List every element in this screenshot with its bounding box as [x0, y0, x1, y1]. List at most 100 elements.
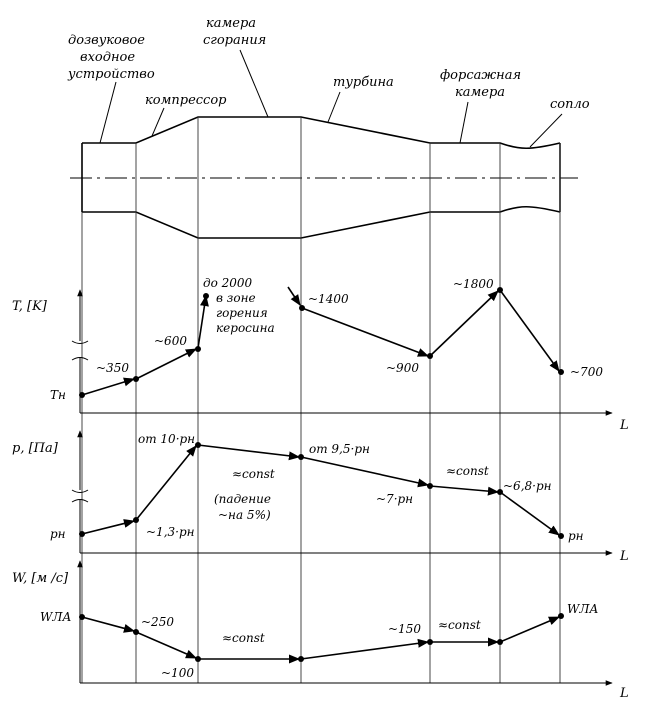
leader-afterburner: [459, 101, 469, 144]
velocity-seg-1: [81, 616, 136, 633]
label-nozzle: сопло: [550, 97, 590, 112]
label-inlet-line1: дозвуковое: [68, 33, 145, 48]
combustion-line3: горения: [216, 306, 268, 320]
combustion-line4: керосина: [216, 321, 275, 335]
velocity-point-combustor: [195, 656, 201, 662]
temperature-label-600: ~600: [154, 334, 187, 348]
velocity-axis-label: W, [м /с]: [12, 571, 69, 586]
pressure-point-afterburner: [427, 483, 433, 489]
temperature-inflow: [287, 286, 301, 306]
temperature-point-inlet: [79, 392, 85, 398]
pressure-label-const1: ≈const: [232, 467, 275, 481]
label-inlet-line2: входное: [80, 50, 135, 65]
label-afterburner: форсажная камера: [440, 68, 521, 100]
leader-turbine: [327, 91, 341, 123]
pressure-length-label: L: [619, 549, 629, 564]
label-afterburner-line1: форсажная: [440, 68, 521, 83]
temperature-seg-5: [429, 290, 499, 357]
leader-nozzle: [529, 113, 563, 148]
velocity-plot: W, [м /с] L WЛА ~250 ~100 ≈const ~150 ≈c…: [12, 560, 629, 701]
temperature-label-1800: ~1800: [453, 277, 494, 291]
velocity-label-const1: ≈const: [222, 631, 265, 645]
temperature-point-turbine: [299, 305, 305, 311]
label-turbine: турбина: [333, 75, 394, 90]
pressure-point-turbine: [298, 454, 304, 460]
pressure-label-ph-end: pн: [568, 529, 584, 543]
pressure-label-68: ~6,8·pн: [503, 479, 552, 493]
velocity-seg-4: [300, 638, 430, 660]
combustion-line1: до 2000: [203, 276, 253, 290]
pressure-point-nozzle-exit: [558, 533, 564, 539]
pressure-label-const2: ≈const: [446, 464, 489, 478]
temperature-label-th: Tн: [50, 388, 66, 402]
temperature-point-nozzle-exit: [558, 369, 564, 375]
temperature-seg-1: [81, 377, 136, 396]
leader-inlet: [99, 81, 117, 144]
velocity-label-wla-end: WЛА: [567, 602, 598, 616]
velocity-point-nozzle-start: [497, 639, 503, 645]
velocity-label-wla: WЛА: [40, 610, 71, 624]
pressure-axis-label: p, [Па]: [12, 441, 59, 456]
velocity-point-compressor: [133, 629, 139, 635]
pressure-label-13: ~1,3·pн: [146, 525, 195, 539]
temperature-point-nozzle-start: [497, 287, 503, 293]
label-combustor: камера сгорания: [203, 16, 266, 48]
velocity-point-nozzle-exit: [558, 613, 564, 619]
pressure-label-7: ~7·pн: [376, 492, 413, 506]
pressure-seg-3: [197, 444, 301, 461]
pressure-point-inlet: [79, 531, 85, 537]
velocity-label-250: ~250: [141, 615, 174, 629]
pressure-point-nozzle-start: [497, 489, 503, 495]
label-afterburner-line2: камера: [455, 85, 505, 100]
temperature-point-combustor: [195, 346, 201, 352]
temperature-length-label: L: [619, 418, 629, 433]
pressure-label-from95: от 9,5·pн: [309, 442, 370, 456]
pressure-point-combustor: [195, 442, 201, 448]
label-inlet: дозвуковое входное устройство: [67, 33, 155, 82]
pressure-seg-6: [499, 491, 560, 536]
label-combustor-line2: сгорания: [203, 33, 266, 48]
engine-upper-contour: [82, 116, 561, 150]
velocity-point-turbine: [298, 656, 304, 662]
drop-line1: (падение: [214, 492, 271, 506]
pressure-label-drop: (падение ~на 5%): [214, 492, 271, 522]
temperature-point-compressor: [133, 376, 139, 382]
velocity-label-150: ~150: [388, 622, 421, 636]
label-inlet-line3: устройство: [67, 67, 155, 82]
pressure-seg-1: [81, 519, 136, 535]
temperature-label-900: ~900: [386, 361, 419, 375]
temperature-axis-break: [71, 340, 89, 361]
label-combustor-line1: камера: [206, 16, 256, 31]
pressure-seg-5: [429, 485, 500, 496]
temperature-seg-4: [301, 307, 430, 357]
velocity-point-afterburner: [427, 639, 433, 645]
temperature-seg-6: [499, 289, 560, 372]
engine-lower-contour: [82, 205, 561, 239]
temperature-point-afterburner: [427, 353, 433, 359]
pressure-plot: p, [Па] L pн ~1,3·pн от 10·pн ≈const (па…: [12, 430, 629, 564]
velocity-length-label: L: [619, 686, 629, 701]
temperature-point-combustion-peak: [203, 293, 209, 299]
temperature-seg-3: [197, 294, 209, 349]
temperature-seg-2: [135, 348, 198, 380]
velocity-point-inlet: [79, 614, 85, 620]
pressure-label-from10: от 10·pн: [138, 432, 195, 446]
temperature-axis-label: T, [K]: [12, 299, 48, 314]
pressure-seg-2: [135, 445, 197, 521]
pressure-seg-4: [300, 456, 430, 488]
velocity-seg-2: [135, 631, 198, 659]
part-labels: дозвуковое входное устройство компрессор к…: [67, 16, 590, 148]
label-compressor: компрессор: [145, 93, 227, 108]
engine-outline: [70, 116, 578, 239]
drop-line2: ~на 5%): [218, 508, 271, 522]
velocity-label-const2: ≈const: [438, 618, 481, 632]
pressure-point-compressor: [133, 517, 139, 523]
temperature-label-350: ~350: [96, 361, 129, 375]
velocity-seg-6: [499, 616, 561, 643]
pressure-label-ph: pн: [50, 527, 66, 541]
temperature-label-1400: ~1400: [308, 292, 349, 306]
velocity-label-100: ~100: [161, 666, 194, 680]
